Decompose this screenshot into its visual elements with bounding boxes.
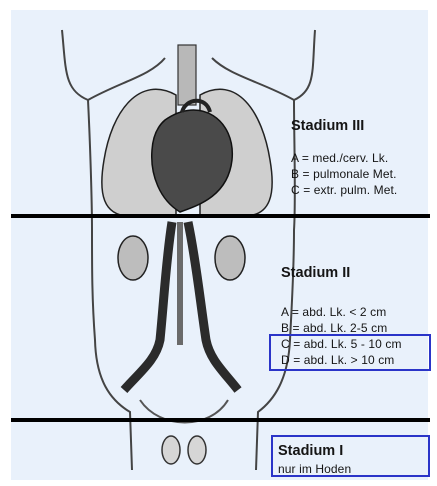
stage-iii-item-a: A = med./cerv. Lk. [291, 151, 388, 165]
stage-iii-item-c: C = extr. pulm. Met. [291, 183, 397, 197]
divider-line-stage-ii [11, 418, 430, 422]
trachea [178, 45, 196, 105]
right-testicle [188, 436, 206, 464]
highlight-box-stage-ii-cd [269, 334, 431, 371]
stage-iii-title: Stadium III [291, 118, 364, 134]
divider-line-stage-iii [11, 214, 430, 218]
stage-ii-item-b: B = abd. Lk. 2-5 cm [281, 321, 387, 335]
left-kidney [118, 236, 148, 280]
highlight-box-stage-i [271, 435, 430, 477]
stage-iii-item-b: B = pulmonale Met. [291, 167, 397, 181]
stage-ii-item-a: A = abd. Lk. < 2 cm [281, 305, 386, 319]
right-kidney [215, 236, 245, 280]
stage-ii-title: Stadium II [281, 265, 350, 281]
left-testicle [162, 436, 180, 464]
